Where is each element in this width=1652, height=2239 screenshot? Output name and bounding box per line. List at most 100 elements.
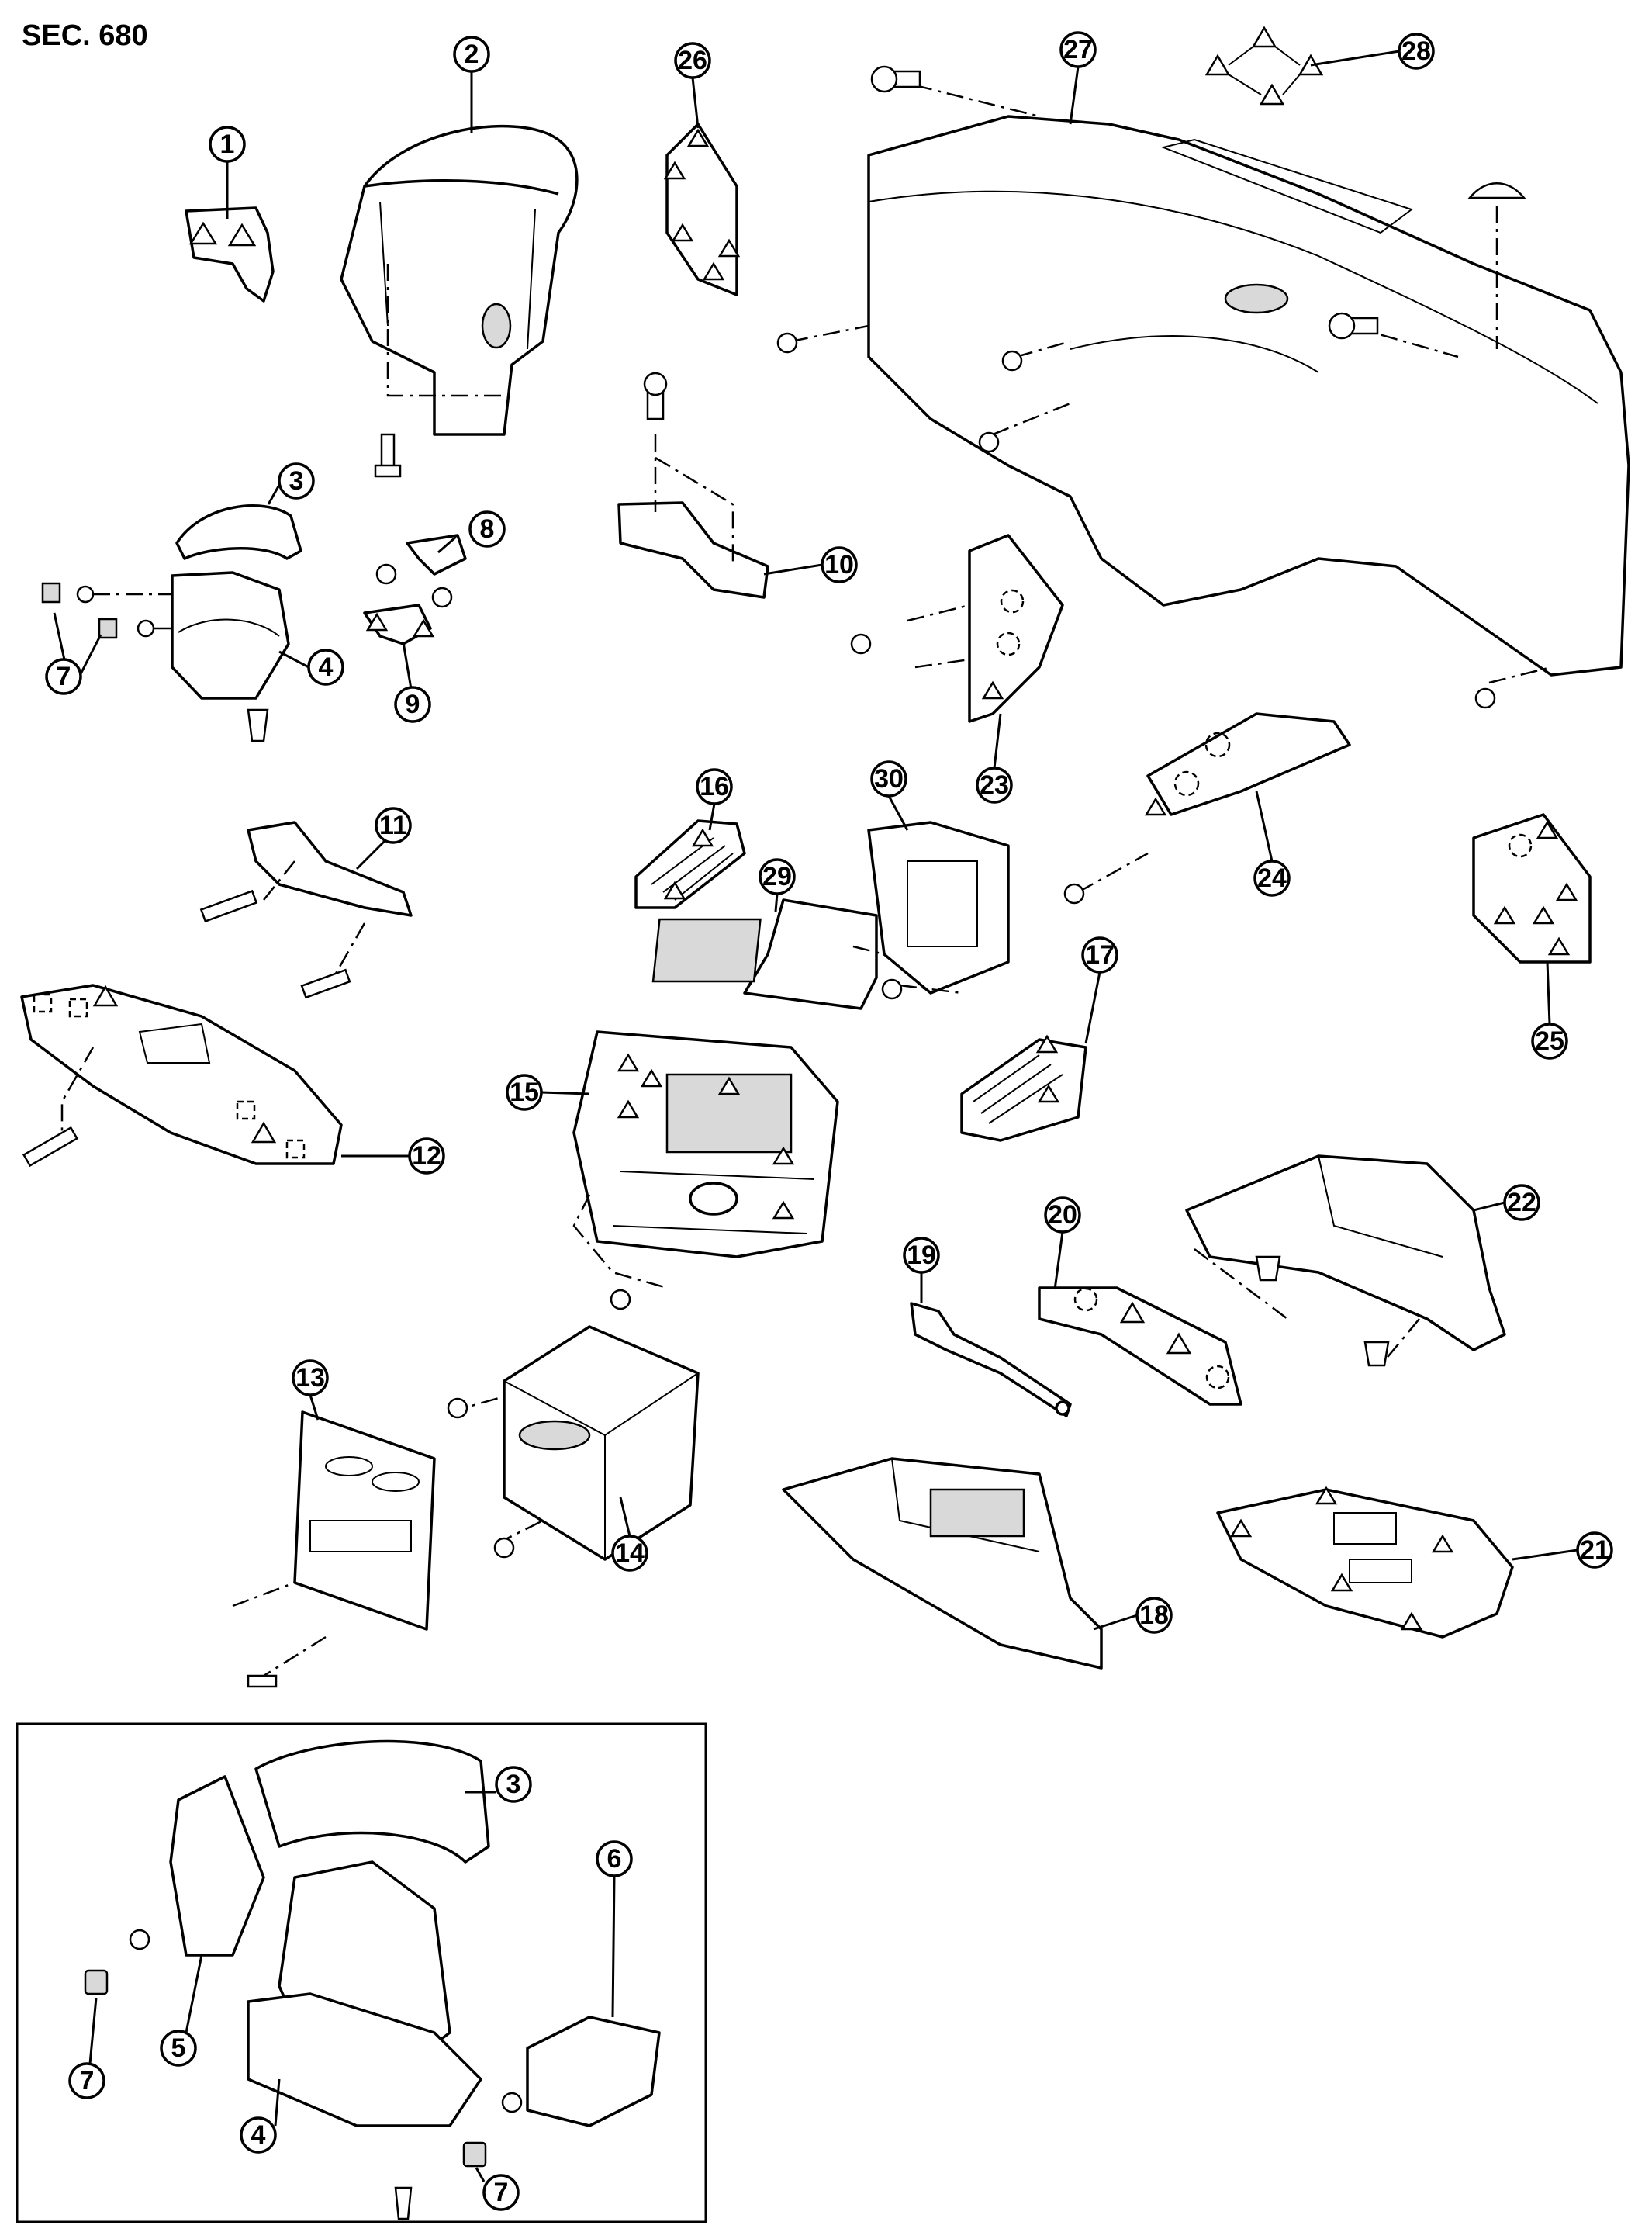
callout-3: 3 — [278, 462, 315, 500]
leader-lines — [53, 50, 1578, 2182]
callout-28: 28 — [1398, 33, 1435, 70]
part-27-instrument-panel — [776, 65, 1630, 709]
callout-17: 17 — [1081, 936, 1118, 974]
svg-text:29: 29 — [762, 862, 792, 891]
callout-4: 4 — [307, 649, 344, 686]
part-28-clips — [1204, 26, 1324, 106]
callout-6: 6 — [596, 1840, 633, 1877]
inset-callout-4: 4 — [240, 2116, 277, 2154]
callout-25: 25 — [1531, 1023, 1568, 1060]
svg-text:7: 7 — [80, 2066, 95, 2095]
part-25-side-cover — [1472, 813, 1592, 964]
part-20-trim — [1038, 1286, 1242, 1406]
svg-text:3: 3 — [506, 1770, 521, 1799]
callout-24: 24 — [1253, 860, 1291, 897]
callout-11: 11 — [375, 807, 412, 844]
callout-21: 21 — [1576, 1531, 1613, 1569]
part-24-knee-trim — [1063, 712, 1351, 905]
callout-23: 23 — [976, 767, 1013, 804]
callout-20: 20 — [1044, 1196, 1081, 1234]
svg-text:26: 26 — [678, 46, 707, 75]
svg-text:22: 22 — [1507, 1188, 1536, 1217]
part-12-lower-panel-left — [20, 984, 343, 1168]
svg-text:1: 1 — [220, 130, 235, 159]
svg-text:27: 27 — [1063, 35, 1093, 64]
svg-text:18: 18 — [1139, 1601, 1169, 1630]
callout-29: 29 — [759, 858, 796, 895]
part-30-display-bracket — [852, 821, 1010, 1000]
svg-text:12: 12 — [412, 1141, 441, 1171]
callout-10: 10 — [821, 546, 858, 583]
part-13-audio-bezel — [232, 1410, 436, 1688]
part-10-bracket — [617, 372, 769, 599]
callout-14: 14 — [611, 1535, 648, 1572]
svg-text:10: 10 — [824, 550, 854, 580]
svg-text:9: 9 — [406, 690, 420, 719]
detail-inset-frame — [16, 1722, 707, 2223]
callout-15: 15 — [506, 1074, 543, 1111]
svg-text:28: 28 — [1401, 36, 1431, 66]
svg-text:2: 2 — [465, 40, 479, 69]
callout-1: 1 — [209, 126, 246, 163]
callout-19: 19 — [903, 1237, 940, 1274]
part-4-lower-column-cover — [171, 571, 290, 742]
part-23-side-trim — [850, 534, 1064, 723]
svg-text:19: 19 — [907, 1241, 936, 1270]
callout-8: 8 — [468, 510, 506, 548]
callout-18: 18 — [1135, 1597, 1173, 1634]
part-14-audio-unit — [447, 1325, 700, 1561]
svg-text:16: 16 — [700, 772, 729, 801]
svg-text:17: 17 — [1085, 940, 1115, 970]
svg-text:11: 11 — [379, 811, 407, 840]
part-19-harness — [910, 1302, 1072, 1417]
svg-text:23: 23 — [980, 770, 1009, 800]
part-26-side-panel — [663, 123, 741, 296]
svg-text:6: 6 — [607, 1844, 622, 1874]
svg-text:15: 15 — [510, 1078, 539, 1107]
svg-text:14: 14 — [615, 1538, 645, 1568]
part-17-vent-right — [960, 1034, 1087, 1142]
inset-callout-7b: 7 — [482, 2174, 520, 2211]
svg-text:7: 7 — [57, 662, 71, 691]
callout-9: 9 — [394, 686, 431, 723]
callout-22: 22 — [1503, 1184, 1540, 1221]
part-7-clips — [41, 582, 172, 639]
part-11-bracket — [199, 821, 413, 999]
part-2-column-hood — [340, 124, 579, 478]
section-label: SEC. 680 — [22, 19, 148, 52]
part-22-lower-panel-right — [1185, 1154, 1506, 1367]
callout-2: 2 — [453, 36, 490, 73]
inset-parts — [84, 1739, 661, 2220]
svg-text:24: 24 — [1257, 863, 1287, 893]
inset-callout-7a: 7 — [68, 2062, 105, 2099]
callout-13: 13 — [292, 1359, 329, 1396]
part-29-display-unit — [651, 898, 878, 1010]
svg-text:4: 4 — [319, 652, 334, 682]
callout-26: 26 — [674, 42, 711, 79]
part-3-upper-column-cover — [175, 504, 302, 560]
inset-callout-3: 3 — [495, 1766, 532, 1803]
svg-text:8: 8 — [480, 514, 495, 544]
svg-text:30: 30 — [874, 764, 904, 794]
callout-16: 16 — [696, 768, 733, 805]
svg-text:20: 20 — [1048, 1200, 1077, 1230]
svg-text:7: 7 — [494, 2178, 509, 2207]
svg-text:13: 13 — [295, 1363, 325, 1393]
part-16-vent-left — [634, 819, 746, 909]
svg-text:5: 5 — [171, 2033, 186, 2063]
part-21-under-cover — [1216, 1486, 1514, 1639]
svg-text:21: 21 — [1580, 1535, 1609, 1565]
part-8-9-bracket — [363, 534, 467, 645]
svg-text:3: 3 — [289, 466, 304, 496]
part-1-bracket — [185, 206, 275, 303]
callout-27: 27 — [1059, 31, 1097, 68]
callout-5: 5 — [160, 2030, 197, 2067]
svg-text:4: 4 — [251, 2120, 266, 2150]
part-15-center-bezel — [572, 1030, 839, 1310]
callout-7: 7 — [45, 658, 82, 695]
part-18-glove-box — [782, 1457, 1103, 1670]
callout-12: 12 — [408, 1137, 445, 1175]
callout-30: 30 — [870, 760, 907, 798]
svg-text:25: 25 — [1535, 1026, 1564, 1056]
